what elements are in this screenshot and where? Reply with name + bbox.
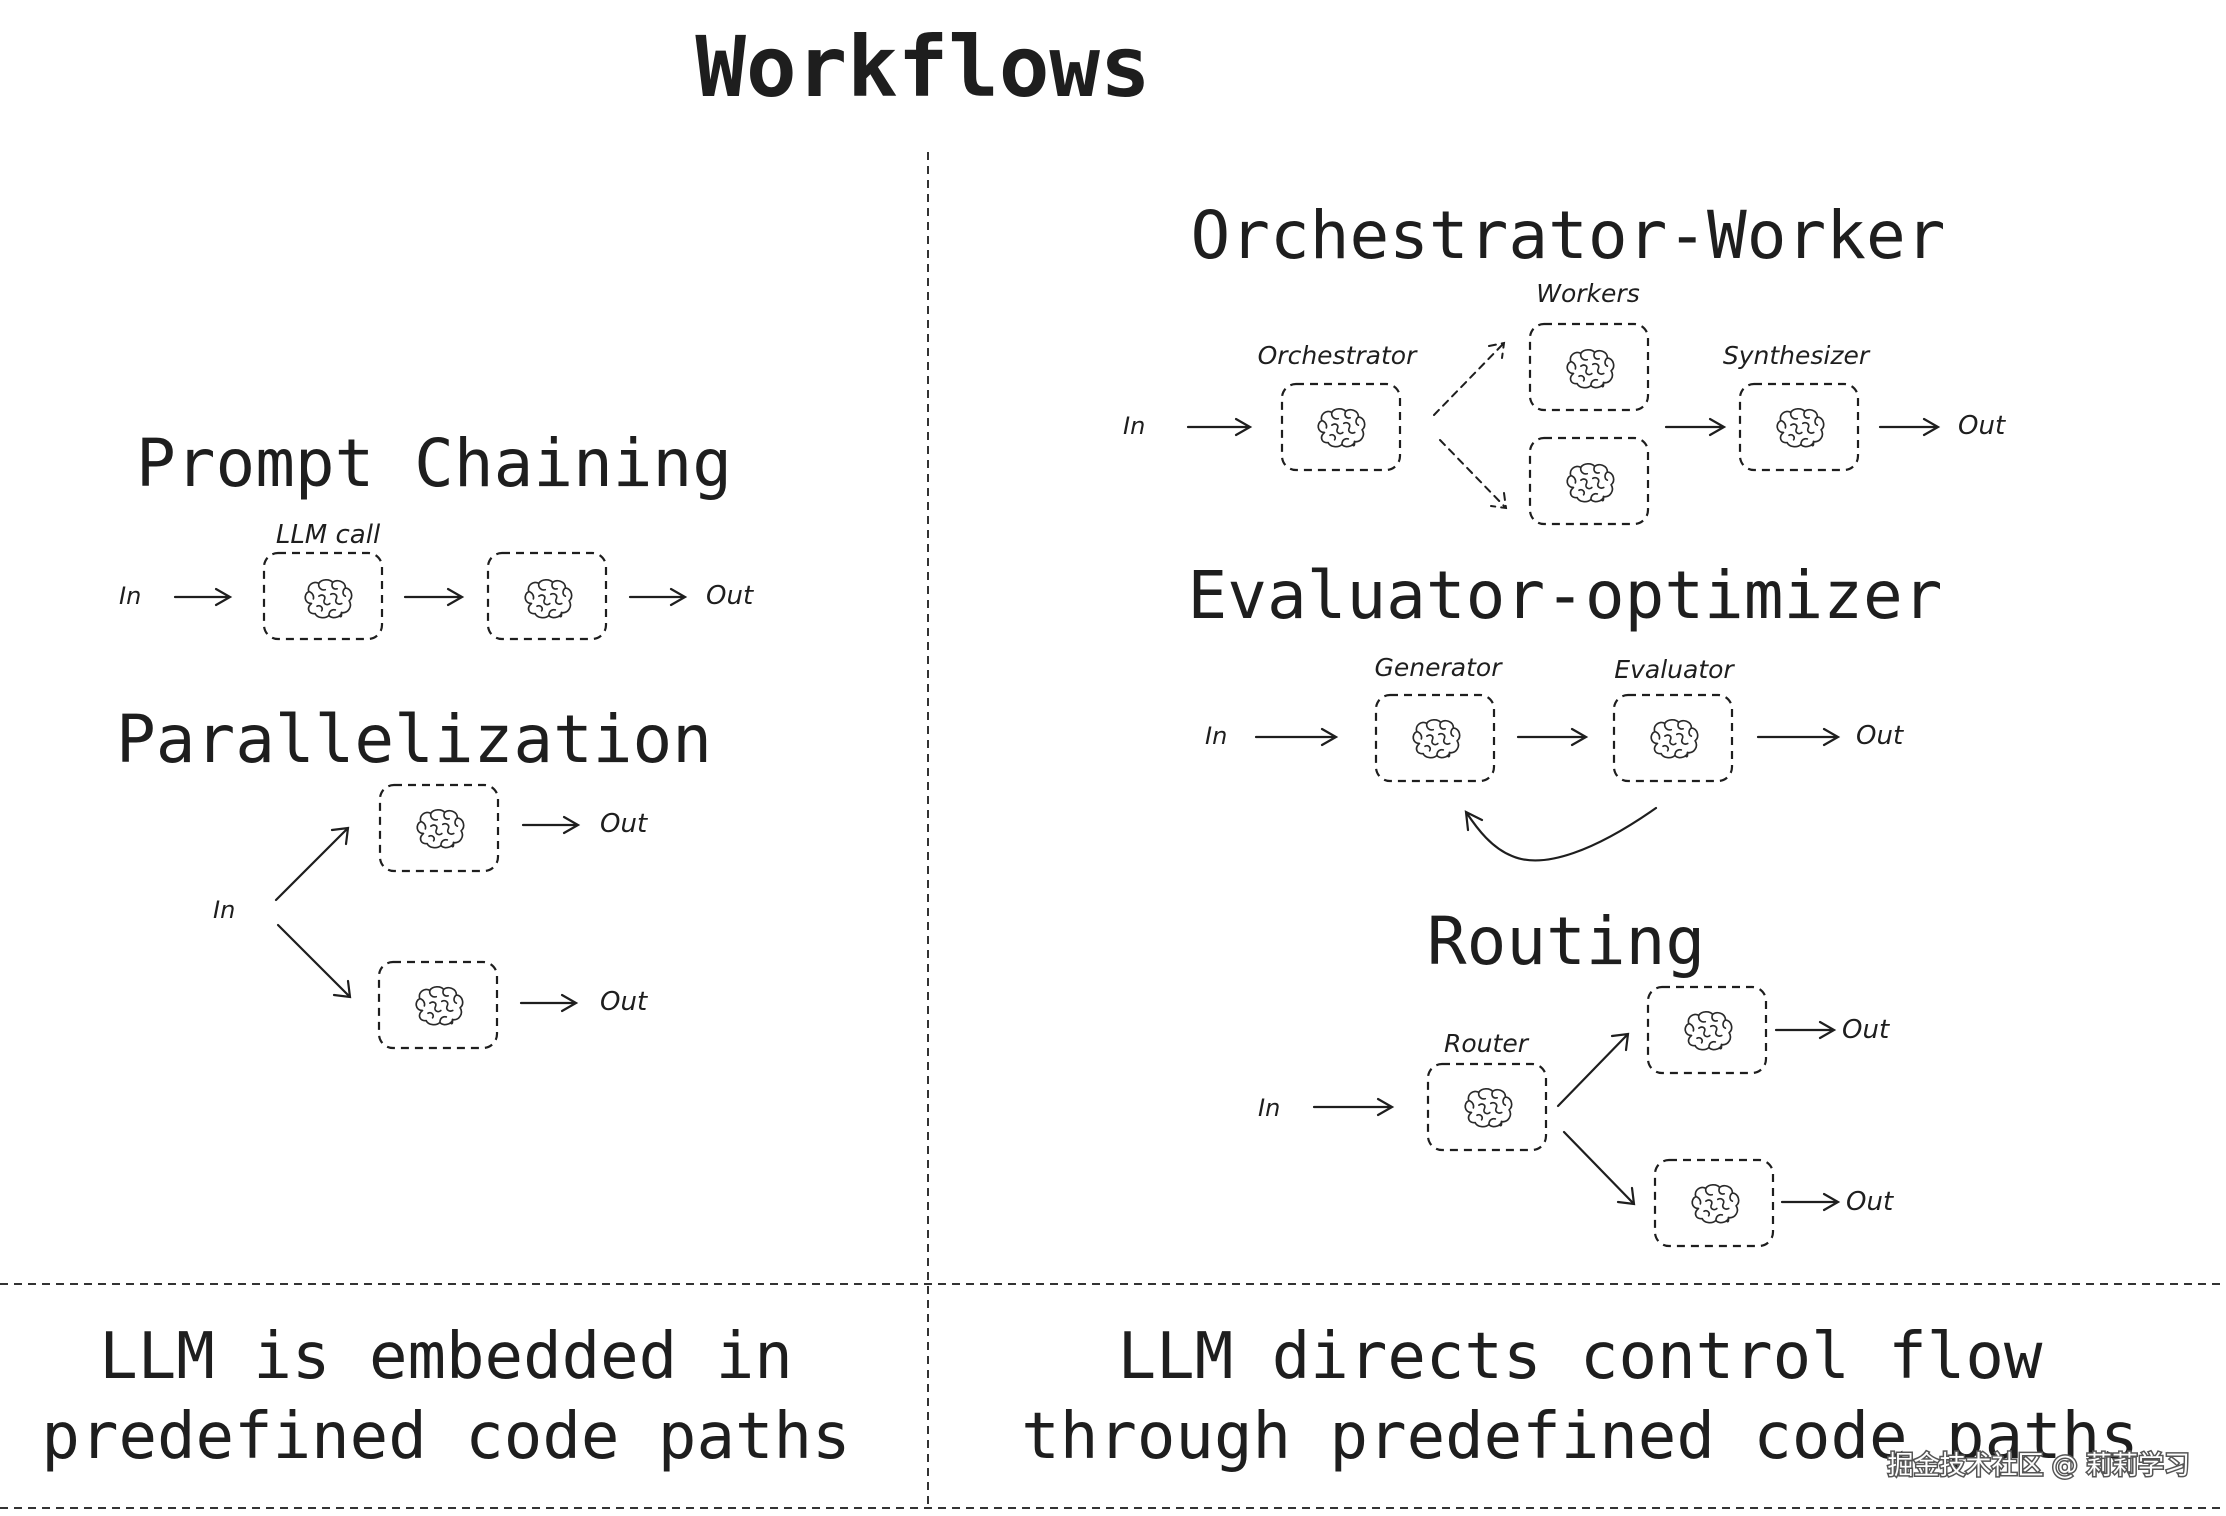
evaluator-optimizer-title: Evaluator-optimizer (1188, 557, 1943, 634)
routing-section: Routing In Router Out Out (1258, 903, 1894, 1248)
brain-icon (415, 985, 464, 1026)
page-title: Workflows (695, 18, 1150, 116)
llm-call-node-2 (486, 551, 608, 641)
orchestrator-out-label: Out (1958, 411, 2006, 441)
prompt-chaining-arrow-mid (403, 587, 465, 607)
brain-icon (304, 578, 353, 619)
brain-icon (1566, 462, 1615, 503)
footer-left-line-2: predefined code paths (41, 1400, 850, 1474)
brain-icon (1691, 1183, 1740, 1224)
footer-right-line-1: LLM directs control flow (1118, 1320, 2043, 1394)
routing-arrow-up (1556, 1032, 1630, 1108)
orchestrator-arrow-in (1186, 417, 1253, 437)
parallelization-arrow-down (276, 923, 352, 999)
prompt-chaining-arrow-out (628, 587, 688, 607)
routing-out-bottom-label: Out (1846, 1187, 1894, 1217)
route-node-bottom (1653, 1158, 1775, 1248)
synthesizer-node (1738, 382, 1860, 472)
parallelization-title: Parallelization (116, 701, 712, 778)
router-node (1426, 1062, 1548, 1152)
orchestrator-arrow-worker-bottom (1439, 439, 1508, 510)
workers-label: Workers (1536, 279, 1639, 308)
orchestrator-label: Orchestrator (1258, 341, 1418, 370)
footer-left-line-1: LLM is embedded in (99, 1320, 793, 1394)
parallel-node-bottom (377, 960, 499, 1050)
brain-icon (1464, 1087, 1513, 1128)
parallelization-arrow-up (274, 826, 350, 902)
orchestrator-node (1280, 382, 1402, 472)
parallel-arrow-out-top (521, 815, 581, 835)
watermark: 掘金技术社区 @ 莉莉学习 (1887, 1451, 2190, 1481)
route-arrow-out-top (1774, 1020, 1837, 1040)
parallel-out-bottom-label: Out (600, 987, 648, 1017)
routing-title: Routing (1427, 903, 1705, 980)
evaluator-node (1612, 693, 1734, 783)
feedback-loop-arrow (1464, 806, 1658, 862)
evaluator-arrow-in (1254, 727, 1339, 747)
routing-arrow-in (1312, 1097, 1395, 1117)
evaluator-out-label: Out (1856, 721, 1904, 751)
generator-node (1374, 693, 1496, 783)
parallel-node-top (378, 783, 500, 873)
footer-right-line-2: through predefined code paths (1021, 1400, 2138, 1474)
workers-arrow-synthesizer (1664, 417, 1727, 437)
route-node-top (1646, 985, 1768, 1075)
prompt-chaining-in-label: In (119, 582, 141, 610)
router-label: Router (1444, 1029, 1530, 1058)
worker-node-1 (1528, 322, 1650, 412)
routing-arrow-down (1562, 1130, 1636, 1206)
parallel-arrow-out-bottom (519, 993, 579, 1013)
orchestrator-in-label: In (1123, 412, 1145, 440)
generator-arrow-evaluator (1516, 727, 1589, 747)
brain-icon (1566, 348, 1615, 389)
orchestrator-worker-section: Orchestrator-Worker In Orchestrator Work… (1123, 197, 2006, 526)
parallel-out-top-label: Out (600, 809, 648, 839)
routing-out-top-label: Out (1842, 1015, 1890, 1045)
prompt-chaining-section: Prompt Chaining In LLM call Out (119, 425, 754, 641)
brain-icon (1317, 407, 1366, 448)
prompt-chaining-out-label: Out (706, 581, 754, 611)
parallelization-in-label: In (213, 896, 235, 924)
evaluator-optimizer-section: Evaluator-optimizer In Generator Evaluat… (1188, 557, 1943, 862)
route-arrow-out-bottom (1780, 1192, 1841, 1212)
parallelization-section: Parallelization In Out Out (116, 701, 712, 1050)
orchestrator-worker-title: Orchestrator-Worker (1191, 197, 1946, 274)
brain-icon (416, 808, 465, 849)
brain-icon (1776, 407, 1825, 448)
routing-in-label: In (1258, 1094, 1280, 1122)
orchestrator-arrow-worker-top (1433, 341, 1506, 416)
synthesizer-label: Synthesizer (1723, 341, 1871, 370)
llm-call-node-1 (262, 551, 384, 641)
prompt-chaining-arrow-in (173, 587, 233, 607)
brain-icon (524, 578, 573, 619)
brain-icon (1684, 1010, 1733, 1051)
evaluator-label: Evaluator (1614, 655, 1735, 684)
evaluator-arrow-out (1756, 727, 1841, 747)
llm-call-label: LLM call (276, 520, 381, 550)
synthesizer-arrow-out (1878, 417, 1941, 437)
prompt-chaining-title: Prompt Chaining (136, 425, 732, 502)
brain-icon (1412, 718, 1461, 759)
generator-label: Generator (1375, 653, 1504, 682)
worker-node-2 (1528, 436, 1650, 526)
evaluator-in-label: In (1205, 722, 1227, 750)
brain-icon (1650, 718, 1699, 759)
